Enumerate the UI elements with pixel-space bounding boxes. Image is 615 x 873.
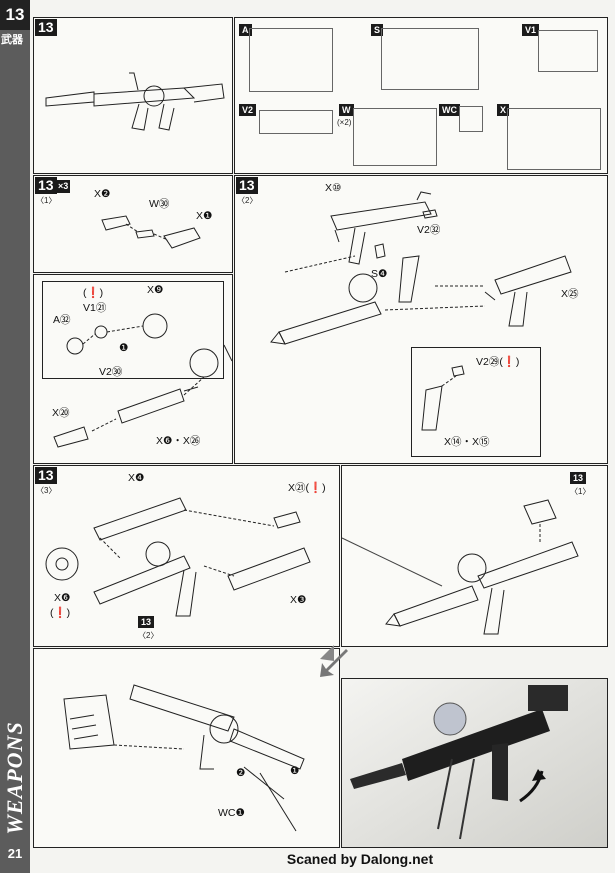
main-preview-panel: 13 [33,17,233,174]
label-v1-21: V1㉑ [83,302,107,314]
step-13-1-sub: 〈1〉 [36,196,57,205]
label-step-1: ❶ [290,765,300,777]
label-x6-x26: X❻・X㉖ [156,435,201,447]
label-x1: X❶ [196,210,213,222]
step-13-2-drawing [270,191,572,345]
label-warn-1: (❗) [83,287,104,299]
step-13-1-drawing [101,215,201,249]
sidebar-step-number: 13 [0,0,30,30]
label-s4: S❹ [371,268,388,280]
runner-w [353,108,437,166]
final-assembly-panel: WC❶ ❷ ❶ [33,645,340,848]
label-warn-x6: (❗) [50,607,71,619]
label-x3: X❸ [290,594,307,606]
runner-tag-v1: V1 [522,24,540,36]
label-x6: X❻ [54,592,71,604]
grip-detail-drawing [421,365,465,431]
runner-tag-wc: WC [439,104,460,116]
parts-runner-panel: A S V1 V2 W (×2) WC X [234,17,608,174]
runner-tag-s: S [371,24,384,36]
step-13-3-drawing [45,497,311,617]
runner-v2 [259,110,333,134]
runner-tag-w: W [339,104,354,116]
label-num-1: ❶ [119,342,129,354]
step-13-1-lower-drawing [53,344,233,448]
step-13-3-sub: 〈3〉 [36,486,57,495]
finished-photo-panel [341,678,608,848]
label-v2-30: V2㉚ [99,366,123,378]
label-x25: X㉕ [561,288,579,300]
step-13-1-count: ×3 [56,180,71,193]
ref-tag-13-1-sub: 〈1〉 [570,487,591,496]
sidebar [0,0,30,873]
runner-a [249,28,333,92]
label-x9: X❾ [147,284,164,296]
label-x20: X⑳ [52,407,70,419]
step-13-3-panel: 13 〈3〉 X❹ X㉑(❗) X❻ (❗) X❸ 13 〈2〉 [33,465,340,647]
flow-arrow-icon [320,649,348,677]
runner-s [381,28,479,90]
step-13-2-badge: 13 [236,177,258,194]
label-step-2: ❷ [236,767,246,779]
label-x4: X❹ [128,472,145,484]
sensor-detail-drawing [66,313,168,355]
step-13-assembled-panel: 13 〈1〉 [341,465,608,647]
runner-tag-x: X [497,104,510,116]
runner-wc [459,106,483,132]
ref-tag-13-2-sub: 〈2〉 [138,631,159,640]
step-13-2-sub: 〈2〉 [237,196,258,205]
ref-tag-13-1: 13 [570,472,587,484]
sidebar-section-label: 武器 [1,34,23,46]
final-assembly-drawing [63,645,334,832]
runner-w-count: (×2) [337,118,352,127]
rifle-overview-drawing [45,72,225,131]
sidebar-vertical-title: WEAPONS [2,721,27,835]
page-number: 21 [7,846,23,861]
runner-tag-a: A [239,24,252,36]
label-x21: X㉑(❗) [288,482,326,494]
runner-tag-v2: V2 [239,104,257,116]
step-13-1-lower-panel: (❗) V1㉑ X❾ A㉜ V2㉚ ❶ X⑳ X❻・X㉖ [33,274,233,464]
step-13-1-badge: 13 [35,177,57,194]
runner-v1 [538,30,598,72]
scan-credit: Scaned by Dalong.net [286,851,434,867]
label-x14-x15: X⑭・X⑮ [444,436,490,448]
runner-x [507,108,601,170]
label-x10: X⑩ [325,182,342,194]
label-w30: W㉚ [149,198,170,210]
label-a32: A㉜ [53,314,71,326]
finished-rifle-photo [342,679,607,847]
step-13-2-panel: 13 〈2〉 X⑩ V2㉜ S❹ X㉕ V2㉙(❗) X⑭・X⑮ [234,175,608,464]
step-13-1-panel: 13 ×3 〈1〉 X❷ W㉚ X❶ [33,175,233,273]
step-13-1-detail: (❗) V1㉑ X❾ A㉜ V2㉚ ❶ [42,281,224,379]
step-13-badge: 13 [35,19,57,36]
label-x2: X❷ [94,188,111,200]
label-wc1: WC❶ [218,807,245,819]
assembled-rifle-drawing [341,499,579,635]
ref-tag-13-2: 13 [138,616,155,628]
label-v2-32: V2㉜ [417,224,441,236]
step-13-3-badge: 13 [35,467,57,484]
step-13-2-detail: V2㉙(❗) X⑭・X⑮ [411,347,541,457]
label-v2-29: V2㉙(❗) [476,356,520,368]
